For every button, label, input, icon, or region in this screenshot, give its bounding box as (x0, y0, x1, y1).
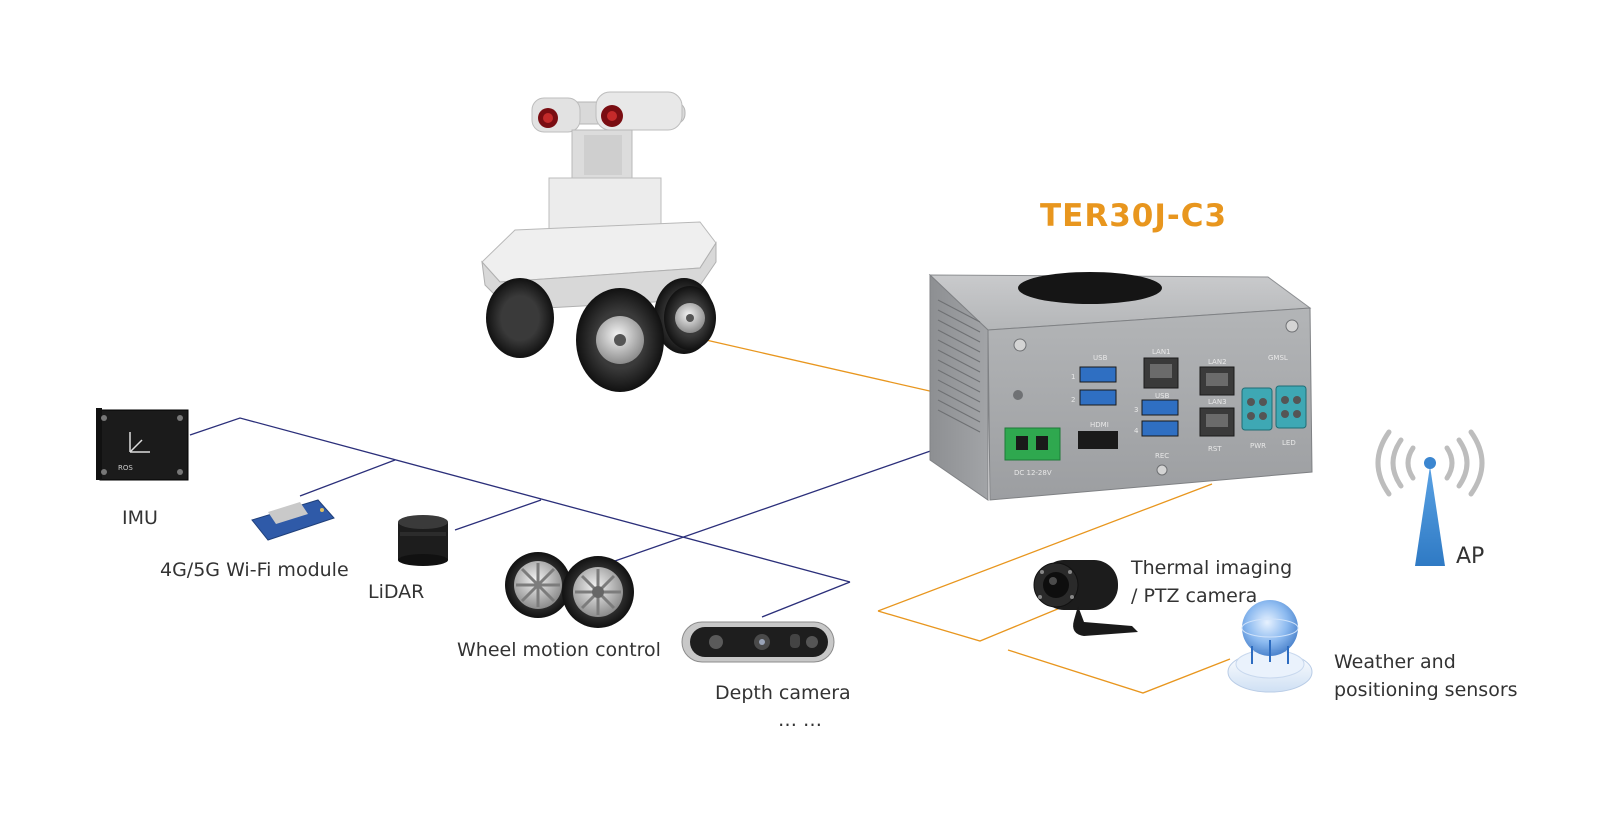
line-wheel-to-device (612, 440, 962, 562)
label-weather-line2: positioning sensors (1334, 676, 1518, 704)
wheels-image (505, 552, 634, 628)
label-ap: AP (1456, 543, 1484, 571)
line-weather-branch (1008, 650, 1230, 693)
port-label-num-2: 2 (1071, 396, 1075, 404)
label-ellipsis: … … (778, 706, 822, 734)
weather-sensor-image (1228, 600, 1312, 692)
port-label-gmsl: GMSL (1268, 354, 1288, 362)
port-label-lan3: LAN3 (1208, 398, 1227, 406)
line-depth-branch (762, 582, 850, 617)
label-depth-camera: Depth camera (715, 679, 851, 707)
line-thermal-branch (878, 608, 1060, 641)
label-wheel-motion-control: Wheel motion control (457, 636, 661, 664)
label-wifi-module: 4G/5G Wi-Fi module (160, 556, 349, 584)
thermal-camera-image (1034, 560, 1138, 636)
robot-image (482, 92, 716, 392)
port-label-usb-b: USB (1155, 392, 1170, 400)
label-imu: IMU (122, 504, 158, 532)
port-label-led: LED (1282, 439, 1296, 447)
imu-brand-text: ROS (118, 464, 133, 472)
port-label-usb-a: USB (1093, 354, 1108, 362)
port-label-hdmi: HDMI (1090, 421, 1109, 429)
port-label-lan1: LAN1 (1152, 348, 1171, 356)
port-label-rst: RST (1208, 445, 1222, 453)
line-wifi-branch (300, 460, 395, 496)
label-thermal-line2: / PTZ camera (1131, 582, 1257, 610)
port-label-pwr: PWR (1250, 442, 1266, 450)
port-label-rec: REC (1155, 452, 1169, 460)
port-label-num-4: 4 (1134, 427, 1139, 435)
line-robot-to-device (706, 340, 934, 392)
imu-image: ROS (96, 408, 188, 480)
label-thermal-line1: Thermal imaging (1131, 554, 1292, 582)
port-label-num-3: 3 (1134, 406, 1138, 414)
lidar-image (398, 515, 448, 566)
ter30j-c3-device-image: DC 12-28V USB 1 2 USB 3 4 HDMI REC LAN1 … (930, 272, 1312, 500)
port-label-num-1: 1 (1071, 373, 1075, 381)
label-weather-line1: Weather and (1334, 648, 1456, 676)
label-lidar: LiDAR (368, 578, 424, 606)
depth-camera-image (682, 622, 834, 662)
port-label-dc: DC 12-28V (1014, 469, 1052, 477)
device-title: TER30J-C3 (1040, 198, 1227, 234)
line-lidar-branch (455, 500, 541, 530)
port-label-lan2: LAN2 (1208, 358, 1227, 366)
wifi-module-image (252, 500, 334, 540)
